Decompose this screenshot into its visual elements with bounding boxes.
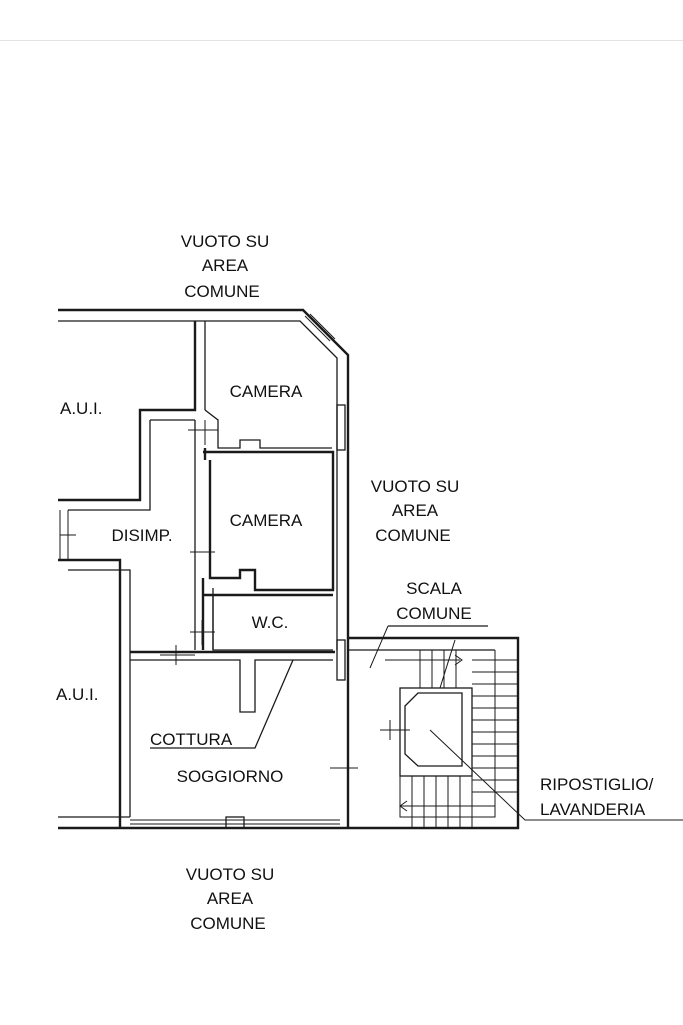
top-bar	[0, 0, 683, 41]
label-scala-2: COMUNE	[396, 604, 472, 623]
label-ripostiglio-2: LAVANDERIA	[540, 800, 646, 819]
plan-walls	[58, 308, 683, 830]
label-ripostiglio-1: RIPOSTIGLIO/	[540, 775, 654, 794]
label-aui-bottom: A.U.I.	[56, 685, 99, 704]
label-disimp: DISIMP.	[111, 526, 172, 545]
label-scala-1: SCALA	[406, 579, 462, 598]
label-vuoto-right-2: AREA	[392, 501, 439, 520]
label-vuoto-right-3: COMUNE	[375, 526, 451, 545]
label-camera-1: CAMERA	[230, 382, 303, 401]
label-aui-top: A.U.I.	[60, 399, 103, 418]
room-labels: VUOTO SU AREA COMUNE A.U.I. CAMERA CAMER…	[56, 232, 654, 933]
label-vuoto-top-1: VUOTO SU	[181, 232, 269, 251]
label-soggiorno: SOGGIORNO	[177, 767, 284, 786]
label-camera-2: CAMERA	[230, 511, 303, 530]
label-cottura: COTTURA	[150, 730, 233, 749]
label-vuoto-bottom-2: AREA	[207, 889, 254, 908]
label-vuoto-bottom-3: COMUNE	[190, 914, 266, 933]
label-vuoto-top-3: COMUNE	[184, 282, 260, 301]
label-wc: W.C.	[252, 613, 289, 632]
label-vuoto-right-1: VUOTO SU	[371, 477, 459, 496]
label-vuoto-top-2: AREA	[202, 256, 249, 275]
label-vuoto-bottom-1: VUOTO SU	[186, 865, 274, 884]
